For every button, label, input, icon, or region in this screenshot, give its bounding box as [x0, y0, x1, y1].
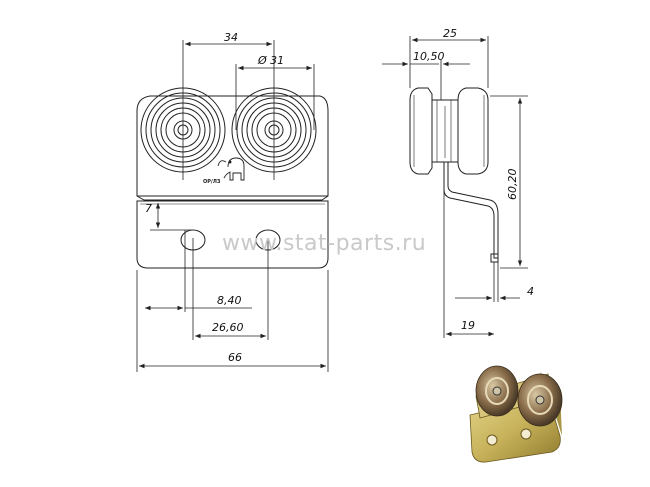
dim-total-height-label: 60,20: [506, 169, 519, 201]
dim-hole-spacing-label: 26,60: [212, 321, 244, 334]
dim-hole-first: [136, 270, 252, 372]
front-plate-outline: [136, 95, 329, 201]
side-wheel-right: [457, 87, 489, 175]
dim-bracket-offset-label: 19: [461, 319, 475, 332]
stamp-label: ОР/ЛЗ: [203, 179, 221, 185]
dim-bracket-offset: [443, 190, 494, 338]
dim-wheel-spacing-label: 34: [224, 31, 238, 44]
dim-total-width: [139, 270, 329, 372]
side-wheel-left: [409, 87, 433, 175]
dim-wheel-diameter-label: Ø 31: [257, 54, 284, 67]
dim-hole-offset-label: 7: [145, 202, 152, 215]
dim-total-height: [490, 95, 528, 269]
watermark-text: www.stat-parts.ru: [222, 231, 426, 256]
dim-wheel-diameter: [235, 64, 315, 130]
hole-extension-lines: [184, 230, 269, 340]
dim-hole-first-label: 8,40: [217, 294, 242, 307]
side-hub: [431, 99, 459, 163]
product-photo: [469, 365, 563, 463]
dim-plate-thickness: [455, 262, 520, 302]
dim-wheel-width-label: 10,50: [413, 50, 445, 63]
front-flange-outline: [136, 200, 329, 269]
dim-hole-offset: [150, 200, 192, 231]
side-view: [409, 87, 499, 263]
dim-total-depth: [409, 36, 489, 88]
side-bracket: [443, 162, 499, 259]
dim-wheel-width: [382, 60, 470, 100]
dim-wheel-spacing: [182, 40, 275, 180]
dim-total-depth-label: 25: [443, 27, 457, 40]
dim-total-width-label: 66: [228, 351, 242, 364]
dim-plate-thickness-label: 4: [527, 285, 534, 298]
side-bracket-end: [490, 253, 499, 263]
elephant-logo-icon: [217, 157, 245, 181]
